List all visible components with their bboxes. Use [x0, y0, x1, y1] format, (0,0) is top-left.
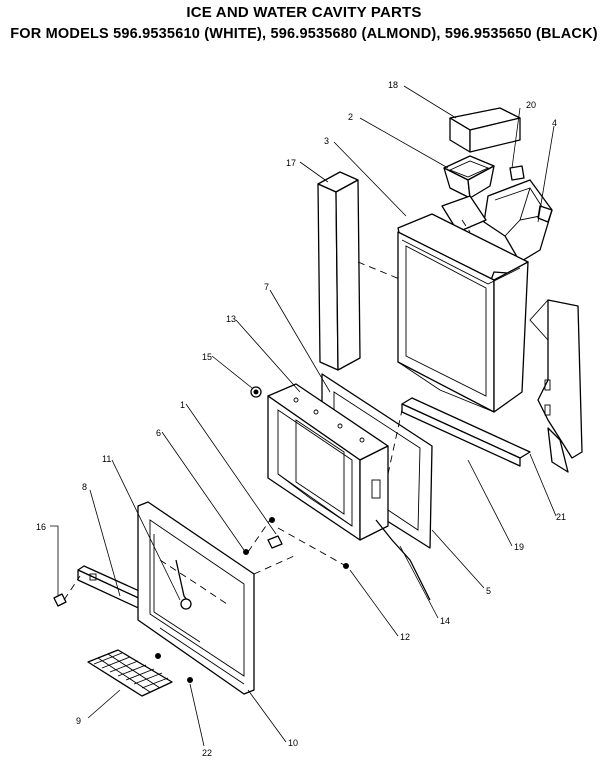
- callout-9: 9: [76, 689, 121, 726]
- callout-13: 13: [226, 314, 301, 393]
- callout-number: 3: [324, 136, 329, 146]
- callout-20: 20: [511, 100, 536, 169]
- callout-17: 17: [286, 158, 329, 183]
- part-13-cavity-housing: [267, 383, 389, 541]
- callout-19: 19: [467, 459, 524, 552]
- part-19-trim-strip: [401, 397, 531, 467]
- callout-15: 15: [202, 352, 253, 389]
- callout-number: 17: [286, 158, 296, 168]
- assembly-lines: [63, 219, 471, 601]
- part-10-escutcheon: [137, 501, 255, 695]
- diagram-title: ICE AND WATER CAVITY PARTS: [186, 4, 422, 21]
- diagram-subtitle: FOR MODELS 596.9535610 (WHITE), 596.9535…: [10, 26, 598, 42]
- callout-number: 21: [556, 512, 566, 522]
- callout-number: 9: [76, 716, 81, 726]
- callout-number: 1: [180, 400, 185, 410]
- part-9-drip-grille: [87, 649, 173, 697]
- callout-number: 22: [202, 748, 212, 758]
- callout-number: 13: [226, 314, 236, 324]
- callout-22: 22: [189, 683, 212, 758]
- part-14-tube: [375, 519, 431, 601]
- callout-5: 5: [431, 529, 491, 596]
- callout-6: 6: [156, 428, 245, 551]
- callout-2: 2: [348, 112, 449, 169]
- callout-number: 15: [202, 352, 212, 362]
- callout-number: 4: [552, 118, 557, 128]
- callout-12: 12: [349, 569, 410, 642]
- callout-14: 14: [399, 545, 450, 626]
- callout-number: 14: [440, 616, 450, 626]
- callout-18: 18: [388, 80, 457, 119]
- callout-number: 8: [82, 482, 87, 492]
- callout-11: 11: [102, 454, 181, 601]
- part-4-chute-housing: [441, 179, 553, 263]
- callout-21: 21: [529, 453, 566, 522]
- part-20-bracket: [509, 165, 525, 181]
- part-15-grommet: [250, 386, 262, 398]
- callout-8: 8: [82, 482, 121, 597]
- part-2-chute-cup: [443, 155, 495, 199]
- part-18-cap: [449, 107, 521, 153]
- callout-4: 4: [537, 118, 557, 223]
- callout-number: 10: [288, 738, 298, 748]
- callout-number: 11: [102, 454, 111, 464]
- part-11-lever: [175, 559, 192, 610]
- screw-hardware: [155, 517, 349, 683]
- callout-3: 3: [324, 136, 407, 217]
- part-3-ice-bin-housing: [397, 213, 529, 413]
- callout-number: 6: [156, 428, 161, 438]
- callout-number: 5: [486, 586, 491, 596]
- callout-16: 16: [36, 522, 59, 596]
- part-17-duct: [317, 171, 361, 371]
- callout-7: 7: [264, 282, 331, 393]
- part-16-clip: [53, 593, 67, 607]
- callout-number: 2: [348, 112, 353, 122]
- callout-number: 19: [514, 542, 524, 552]
- callout-number: 16: [36, 522, 46, 532]
- callout-number: 7: [264, 282, 269, 292]
- callout-1: 1: [180, 400, 277, 535]
- callout-10: 10: [247, 689, 298, 748]
- callout-number: 18: [388, 80, 398, 90]
- callout-number: 20: [526, 100, 536, 110]
- part-21-side-panel: [529, 299, 583, 473]
- callout-number: 12: [400, 632, 410, 642]
